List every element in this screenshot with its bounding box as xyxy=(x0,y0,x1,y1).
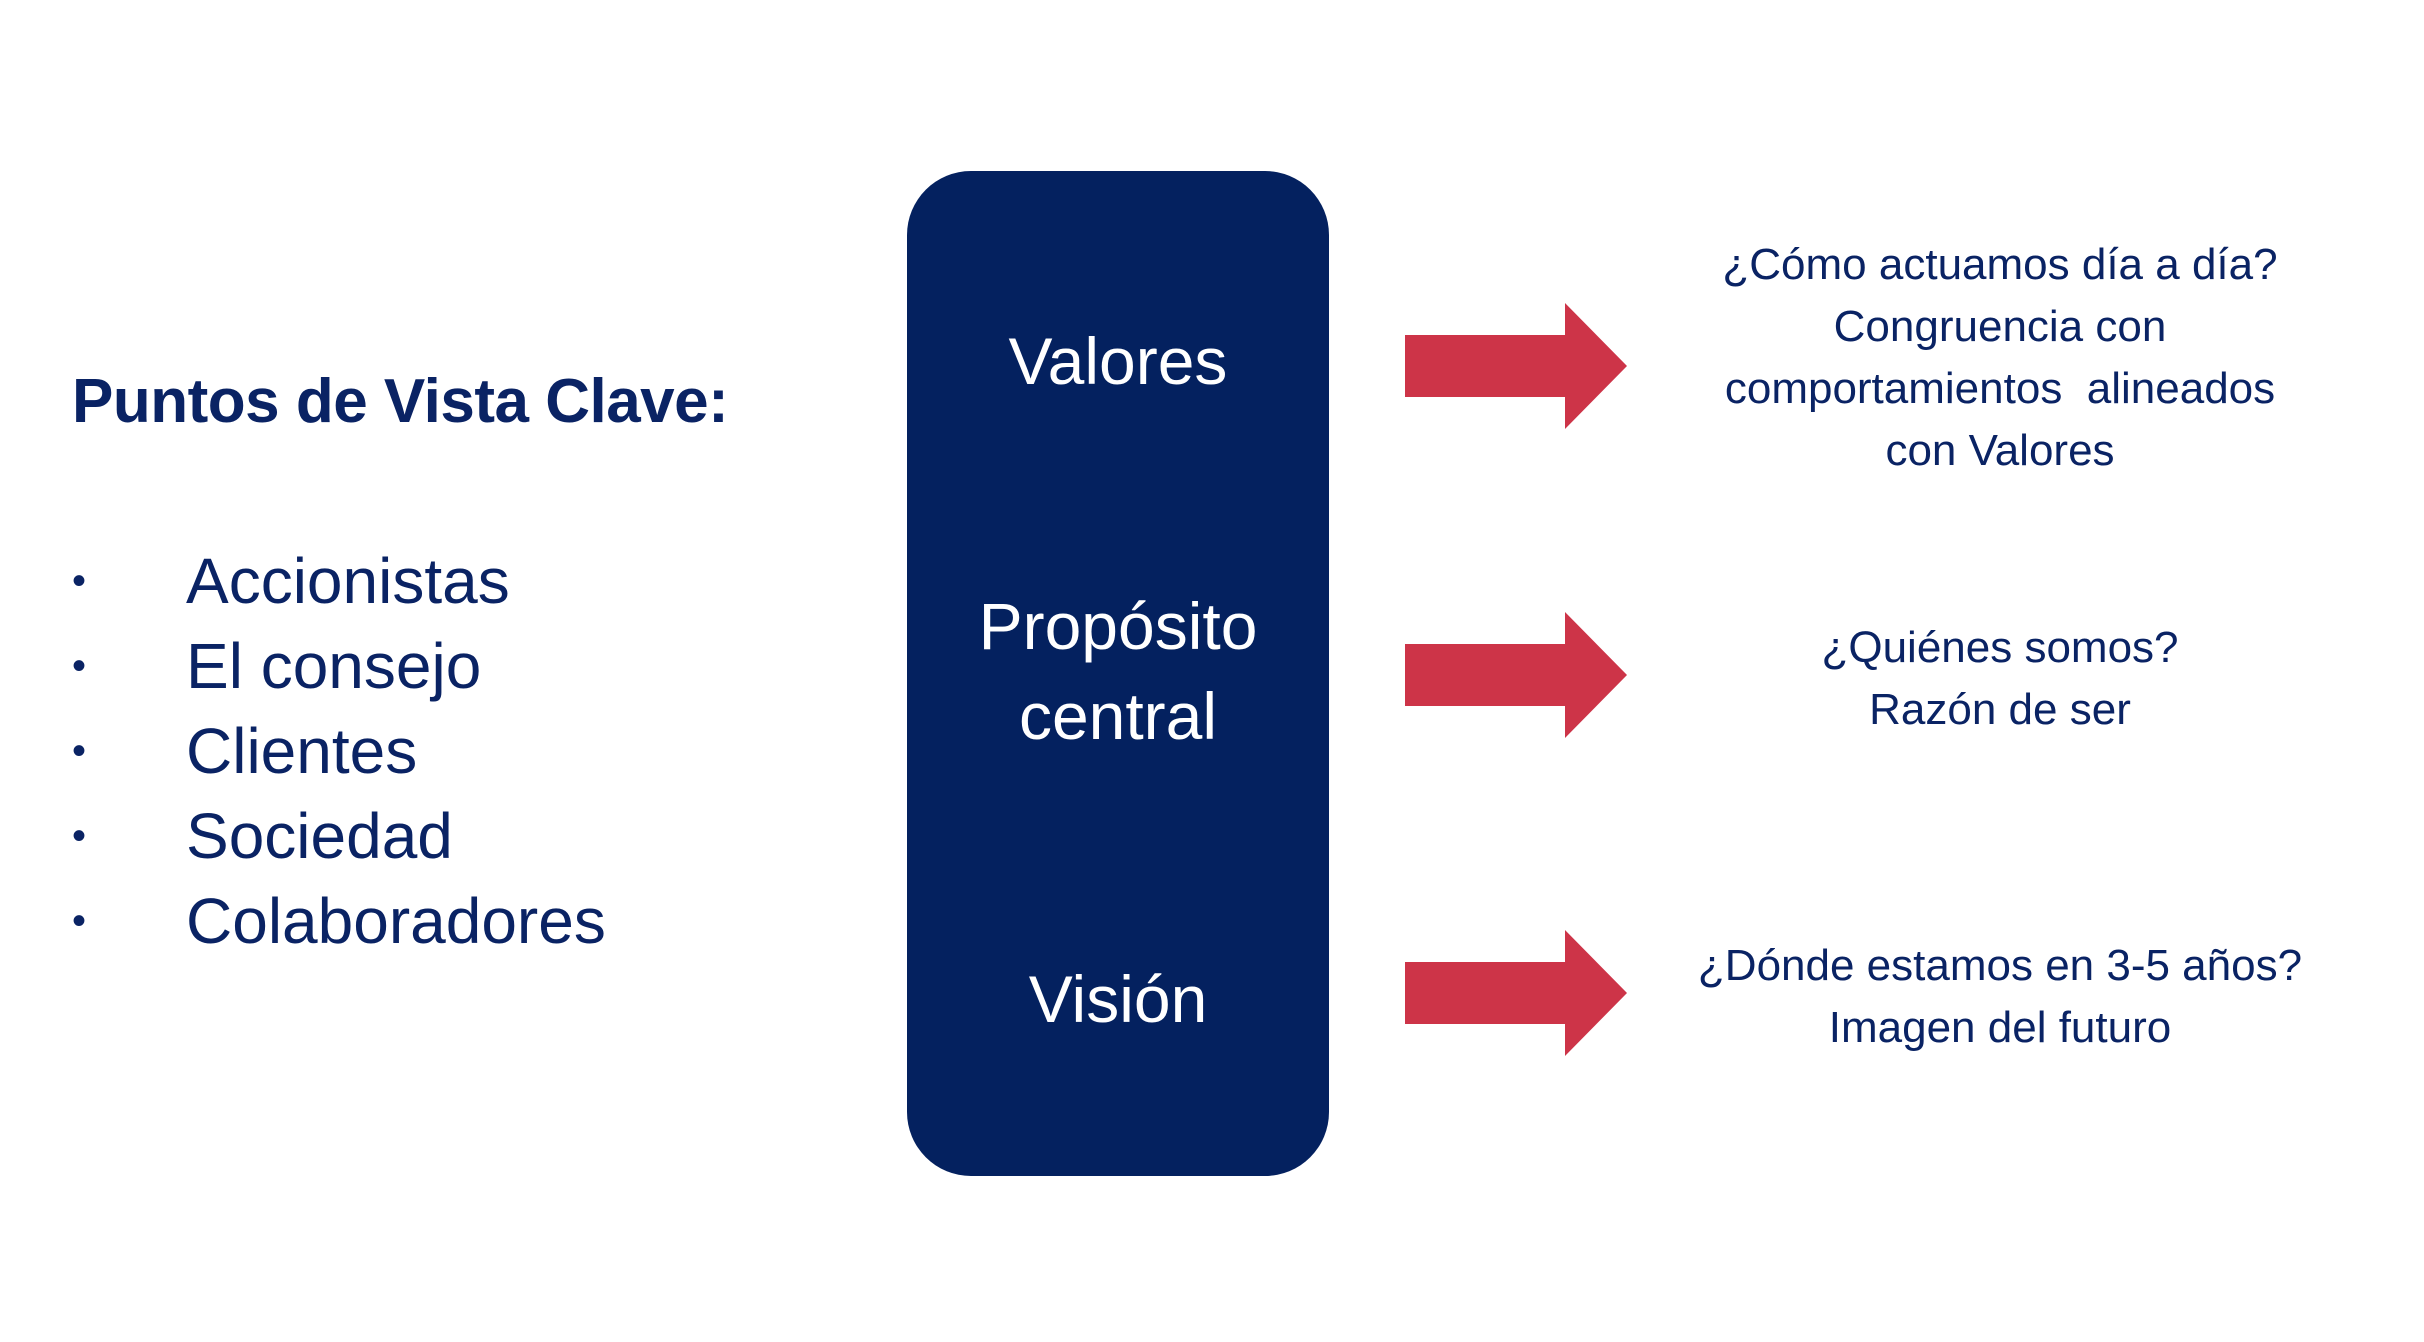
values-label: Valores xyxy=(1008,324,1228,398)
bullet-icon: • xyxy=(72,643,87,688)
arrow-right-icon xyxy=(1405,303,1627,429)
list-item: • Colaboradores xyxy=(72,878,606,963)
purpose-label-line2: central xyxy=(1018,679,1218,753)
bullet-icon: • xyxy=(72,728,87,773)
arrow-right-icon xyxy=(1405,612,1627,738)
values-description-line: con Valores xyxy=(1885,426,2115,475)
purpose-label-line1: Propósito xyxy=(978,589,1258,663)
list-item-label: Clientes xyxy=(186,714,418,787)
list-item-label: Accionistas xyxy=(186,544,510,617)
vision-description-line: ¿Dónde estamos en 3-5 años? xyxy=(1697,941,2303,990)
key-points-list: • Accionistas • El consejo • Clientes • … xyxy=(72,538,606,963)
list-item: • Clientes xyxy=(72,708,606,793)
purpose-description-line: ¿Quiénes somos? xyxy=(1821,623,2179,672)
list-item: • Sociedad xyxy=(72,793,606,878)
values-description-line: ¿Cómo actuamos día a día? xyxy=(1722,240,2278,289)
arrow-right-icon xyxy=(1405,930,1627,1056)
vision-label: Visión xyxy=(1028,962,1208,1036)
list-item: • Accionistas xyxy=(72,538,606,623)
vision-description-line: Imagen del futuro xyxy=(1828,1003,2172,1052)
bullet-icon: • xyxy=(72,898,87,943)
bullet-icon: • xyxy=(72,558,87,603)
key-points-heading: Puntos de Vista Clave: xyxy=(72,367,729,436)
values-description-line: Congruencia con xyxy=(1833,302,2167,351)
purpose-description-line: Razón de ser xyxy=(1869,685,2131,734)
core-block: Valores Propósito central Visión xyxy=(907,171,1329,1176)
values-description: ¿Cómo actuamos día a día? Congruencia co… xyxy=(1650,234,2350,482)
values-description-line: comportamientos alineados xyxy=(1724,364,2276,413)
list-item-label: El consejo xyxy=(186,629,482,702)
list-item-label: Sociedad xyxy=(186,799,453,872)
list-item-label: Colaboradores xyxy=(186,884,606,957)
vision-description: ¿Dónde estamos en 3-5 años? Imagen del f… xyxy=(1650,935,2350,1059)
purpose-description: ¿Quiénes somos? Razón de ser xyxy=(1650,617,2350,741)
list-item: • El consejo xyxy=(72,623,606,708)
bullet-icon: • xyxy=(72,813,87,858)
